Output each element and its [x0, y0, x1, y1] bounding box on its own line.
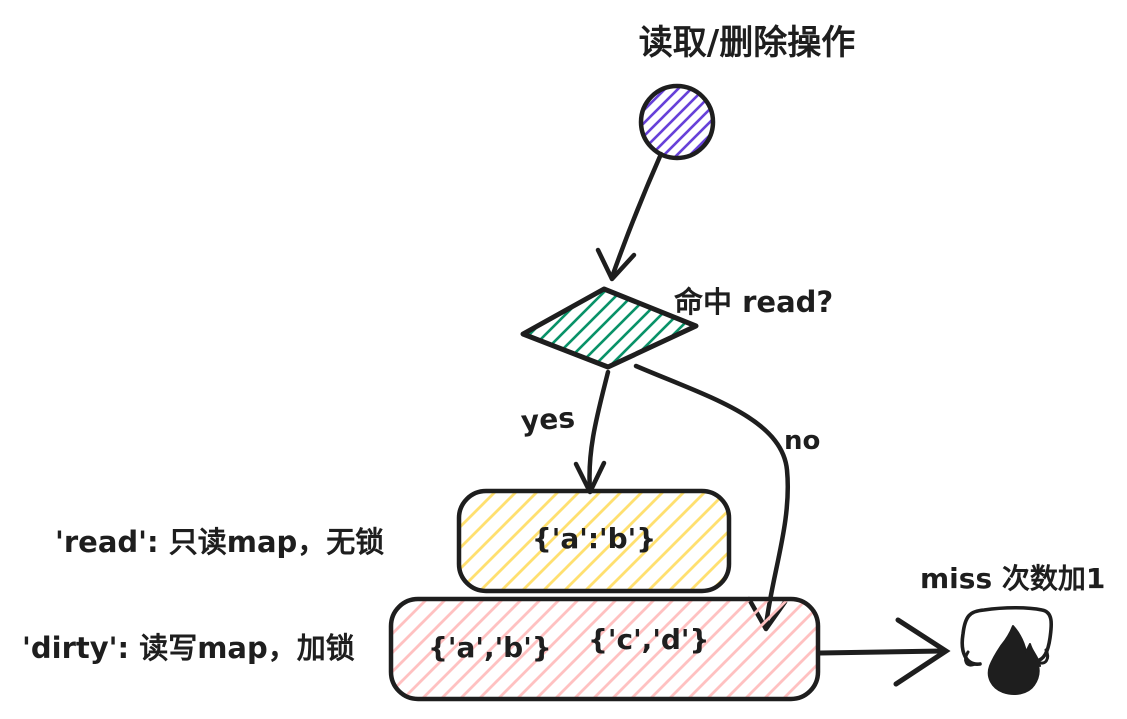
counter-box-icon: [960, 605, 1054, 666]
counter-box-hook-left-icon: [964, 650, 977, 667]
miss-note: miss 次数加1: [920, 562, 1106, 595]
read-note: 'read': 只读map，无锁: [55, 525, 385, 559]
miss-arrow: [817, 617, 951, 687]
yes-label: yes: [519, 401, 576, 438]
ink-blob-icon: [987, 625, 1041, 695]
no-label: no: [784, 426, 821, 456]
yes-arrow: [573, 369, 611, 495]
decision-label: 命中 read?: [674, 285, 834, 319]
dirty-map-box: [388, 596, 821, 702]
start-circle: [638, 83, 716, 161]
diagram-title: 读取/删除操作: [638, 23, 856, 63]
read-map-box: [456, 488, 732, 594]
start-to-decision-arrow: [595, 151, 664, 282]
read-map-value: {'a':'b'}: [531, 522, 657, 555]
dirty-note: 'dirty': 读写map，加锁: [22, 631, 355, 665]
dirty-map-value-1: {'a','b'}: [428, 631, 552, 664]
decision-diamond: [520, 286, 699, 370]
dirty-map-value-2: {'c','d'}: [588, 623, 710, 656]
